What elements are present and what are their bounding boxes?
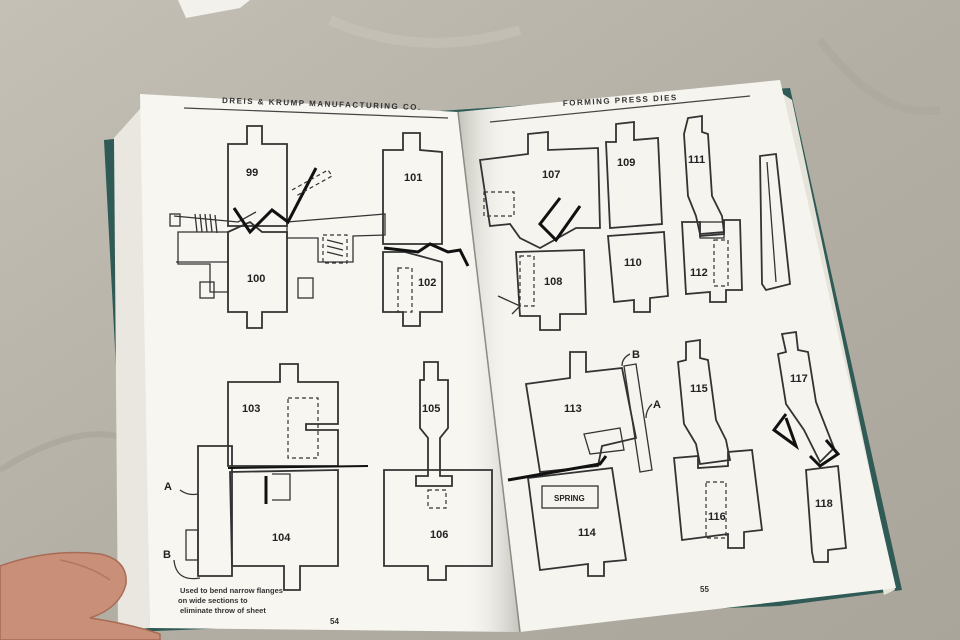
left-page-number: 54 xyxy=(330,617,339,626)
die-label-100: 100 xyxy=(247,273,265,285)
die-label-108: 108 xyxy=(544,276,562,288)
die-label-102: 102 xyxy=(418,277,436,289)
die-label-109: 109 xyxy=(617,157,635,169)
die-label-116: 116 xyxy=(708,511,726,523)
die-103-104-diagram xyxy=(173,363,369,591)
die-label-110: 110 xyxy=(624,257,642,269)
die-109-110-diagram xyxy=(605,120,669,313)
marker-b-left: B xyxy=(163,549,171,561)
spring-label: SPRING xyxy=(554,494,585,503)
die-label-117: 117 xyxy=(790,373,808,385)
note-line-2: on wide sections to xyxy=(178,596,248,605)
die-105-106-diagram xyxy=(383,361,493,581)
marker-a-left: A xyxy=(164,481,172,493)
die-label-112: 112 xyxy=(690,267,708,279)
die-label-113: 113 xyxy=(564,403,582,415)
die-label-114: 114 xyxy=(578,527,597,539)
die-label-104: 104 xyxy=(272,532,291,544)
left-header-rule xyxy=(183,107,449,119)
note-line-3: eliminate throw of sheet xyxy=(180,606,266,615)
marker-a-leader xyxy=(645,403,653,419)
page-edges xyxy=(114,100,150,630)
die-113-114-diagram xyxy=(507,351,653,577)
die-111-112-diagram xyxy=(681,114,743,303)
die-label-99: 99 xyxy=(246,167,258,179)
die-label-103: 103 xyxy=(242,403,260,415)
die-side-profile xyxy=(759,152,791,292)
cloth-fold xyxy=(327,15,522,48)
note-line-1: Used to bend narrow flanges xyxy=(180,586,283,595)
marker-a-right: A xyxy=(653,399,661,411)
right-header-rule xyxy=(489,95,751,123)
die-107-108-diagram xyxy=(478,131,601,331)
die-115-116-diagram xyxy=(673,338,764,549)
die-label-111: 111 xyxy=(688,154,705,166)
die-label-106: 106 xyxy=(430,529,448,541)
die-117-118-diagram xyxy=(771,330,847,563)
die-label-107: 107 xyxy=(542,169,560,181)
die-label-115: 115 xyxy=(690,383,708,395)
die-99-100-diagram xyxy=(169,125,386,329)
hand xyxy=(0,551,161,640)
gutter xyxy=(457,111,521,633)
marker-b-leader xyxy=(621,353,631,367)
die-label-118: 118 xyxy=(815,498,833,510)
cloth-fold xyxy=(816,37,941,116)
right-page-number: 55 xyxy=(700,585,709,594)
paper-scrap xyxy=(178,0,250,18)
die-label-101: 101 xyxy=(404,172,422,184)
marker-b-right: B xyxy=(632,349,640,361)
die-101-102-diagram xyxy=(382,132,470,327)
die-label-105: 105 xyxy=(422,403,440,415)
